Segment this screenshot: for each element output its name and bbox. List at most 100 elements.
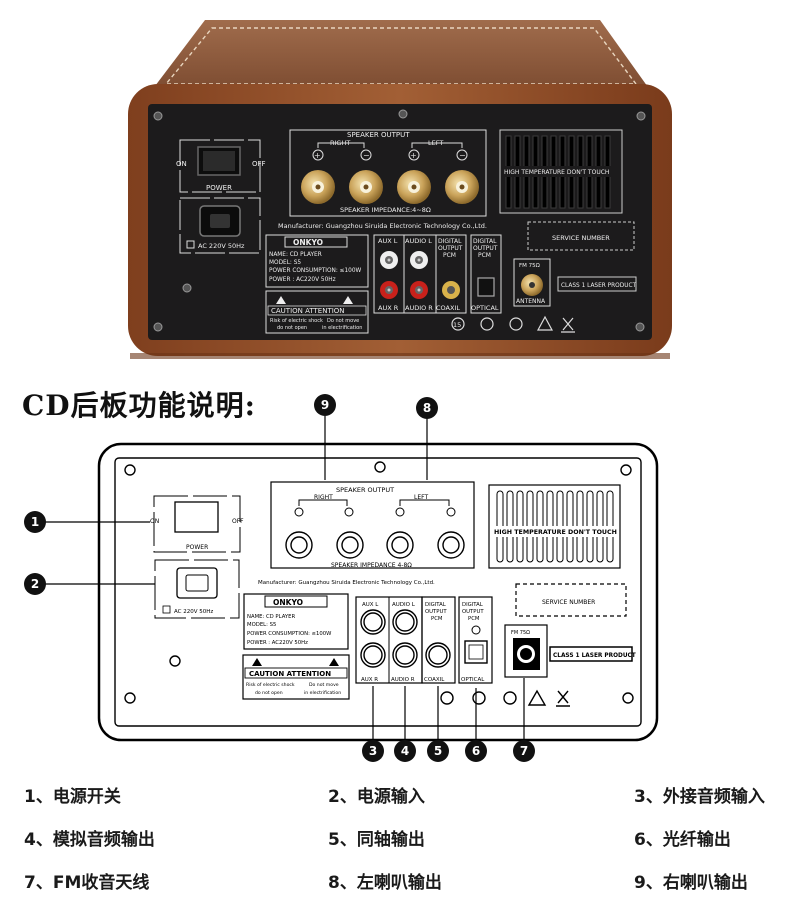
caution-right-line: in electrification xyxy=(304,690,341,696)
power-off-label: OFF xyxy=(252,160,266,168)
speaker-terminal[interactable] xyxy=(301,170,479,204)
brand-label: ONKYO xyxy=(273,598,303,607)
warning-icon xyxy=(276,296,353,304)
caution-label: CAUTION ATTENTION xyxy=(271,307,345,315)
speaker-output-label: SPEAKER OUTPUT xyxy=(336,486,394,494)
heat-warning-label: HIGH TEMPERATURE DON'T TOUCH xyxy=(494,529,617,536)
left-label: LEFT xyxy=(414,494,428,501)
antenna-label: ANTENNA xyxy=(516,298,546,305)
spec-line: NAME: CD PLAYER xyxy=(247,614,295,620)
digital-output-label: DIGITAL xyxy=(473,238,497,245)
digital-output-label: DIGITAL xyxy=(425,602,446,608)
callout-number: 5 xyxy=(434,744,442,758)
fm-label: FM 75Ω xyxy=(511,630,530,636)
spec-line: POWER : AC220V 50Hz xyxy=(269,277,336,283)
callout-number: 3 xyxy=(369,744,377,758)
legend: 1、电源开关 2、电源输入 3、外接音频输入 4、模拟音频输出 5、同轴输出 6… xyxy=(0,770,790,916)
optical-label: OPTICAL xyxy=(461,677,485,683)
spec-line: POWER CONSUMPTION: ≤100W xyxy=(269,268,362,274)
section-heading: CD后板功能说明: xyxy=(22,389,256,422)
spec-line: MODEL: S5 xyxy=(269,260,301,266)
spec-line: NAME: CD PLAYER xyxy=(269,252,322,258)
callout-number: 2 xyxy=(31,577,39,591)
aux-r-label: AUX R xyxy=(378,304,399,312)
callout-number: 7 xyxy=(520,744,528,758)
impedance-label: SPEAKER IMPEDANCE 4-8Ω xyxy=(331,562,412,569)
speaker-output-label: SPEAKER OUTPUT xyxy=(347,131,410,139)
back-panel-diagram: ON OFF POWER AC 220V 50Hz SPEAKER OUTPUT… xyxy=(24,394,659,762)
caution-right-line: in electrification xyxy=(322,325,362,331)
digital-output-label: PCM xyxy=(443,252,456,259)
callout-number: 4 xyxy=(401,744,409,758)
callout-badge xyxy=(24,394,535,762)
optical-label: OPTICAL xyxy=(471,304,499,312)
screw-icon xyxy=(153,109,646,332)
legend-item: 5、同轴输出 xyxy=(328,830,425,850)
power-label: POWER xyxy=(186,544,208,551)
legend-item: 7、FM收音天线 xyxy=(24,873,150,893)
optical-port[interactable] xyxy=(477,277,495,297)
rca-jack[interactable] xyxy=(380,251,428,299)
right-label: RIGHT xyxy=(314,494,333,501)
warning-icon xyxy=(252,658,339,666)
legend-item: 4、模拟音频输出 xyxy=(24,830,155,850)
caution-label: CAUTION ATTENTION xyxy=(249,670,331,678)
speaker-terminal[interactable] xyxy=(285,531,465,559)
legend-item: 9、右喇叭输出 xyxy=(634,873,748,893)
spec-line: POWER : AC220V 50Hz xyxy=(247,640,308,646)
ac-input-socket[interactable] xyxy=(176,567,218,599)
svg-text:−: − xyxy=(459,151,466,160)
audio-l-label: AUDIO L xyxy=(392,602,416,608)
power-label: POWER xyxy=(206,184,232,192)
audio-r-label: AUDIO R xyxy=(405,304,433,312)
power-on-label: ON xyxy=(176,160,187,168)
digital-output-label: OUTPUT xyxy=(425,609,447,615)
leather-top xyxy=(152,20,650,90)
audio-l-label: AUDIO L xyxy=(405,237,432,245)
caution-left-line: Risk of electric shock xyxy=(270,318,323,324)
badge-15: 15 xyxy=(453,321,461,329)
product-photo: ON OFF POWER AC 220V 50Hz SPEAKER OUTPUT… xyxy=(128,20,672,359)
manufacturer-label: Manufacturer: Guangzhou Siruida Electron… xyxy=(278,222,487,230)
caution-left-line: Risk of electric shock xyxy=(246,682,295,688)
coaxial-jack[interactable] xyxy=(425,642,451,668)
caution-left-line: do not open xyxy=(277,325,307,331)
svg-text:+: + xyxy=(314,151,321,160)
screw-icon xyxy=(124,461,634,704)
fm-label: FM 75Ω xyxy=(519,263,540,269)
callout-number: 9 xyxy=(321,398,329,412)
digital-output-label: PCM xyxy=(431,616,443,622)
aux-l-label: AUX L xyxy=(362,602,379,608)
laser-label: CLASS 1 LASER PRODUCT xyxy=(561,283,636,289)
coaxil-label: COAXIL xyxy=(436,304,460,312)
digital-output-label: OUTPUT xyxy=(438,245,463,252)
rca-jack[interactable] xyxy=(360,609,418,668)
spec-line: MODEL: S5 xyxy=(247,622,276,628)
digital-output-label: OUTPUT xyxy=(462,609,484,615)
coaxial-jack[interactable] xyxy=(442,281,460,299)
digital-output-label: DIGITAL xyxy=(438,238,462,245)
compliance-icon xyxy=(440,689,570,707)
caution-right-line: Do not move xyxy=(309,682,339,688)
service-number-label: SERVICE NUMBER xyxy=(552,234,610,242)
audio-r-label: AUDIO R xyxy=(391,677,415,683)
optical-port[interactable] xyxy=(464,640,488,664)
digital-output-label: DIGITAL xyxy=(462,602,483,608)
caution-right-line: Do not move xyxy=(327,318,359,324)
caution-left-line: do not open xyxy=(255,690,283,696)
callout-number: 1 xyxy=(31,515,39,529)
service-number-label: SERVICE NUMBER xyxy=(542,599,595,606)
power-on-label: ON xyxy=(150,518,159,525)
coaxil-label: COAXIL xyxy=(424,677,445,683)
legend-item: 1、电源开关 xyxy=(24,787,121,807)
brand-label: ONKYO xyxy=(293,238,323,247)
compliance-icon xyxy=(451,315,575,333)
aux-l-label: AUX L xyxy=(378,237,398,245)
legend-item: 6、光纤输出 xyxy=(634,830,731,850)
aux-r-label: AUX R xyxy=(361,677,378,683)
power-switch[interactable] xyxy=(174,501,219,533)
digital-output-label: PCM xyxy=(478,252,491,259)
manufacturer-label: Manufacturer: Guangzhou Siruida Electron… xyxy=(258,580,435,586)
impedance-label: SPEAKER IMPEDANCE:4~8Ω xyxy=(340,206,431,214)
legend-item: 2、电源输入 xyxy=(328,787,425,807)
